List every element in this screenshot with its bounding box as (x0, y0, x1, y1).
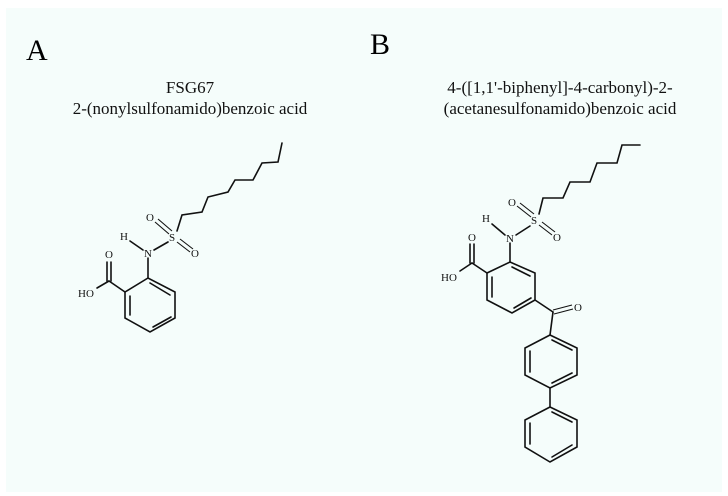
benzene-ring-b3 (524, 406, 578, 463)
atom-o1-a: O (146, 212, 154, 224)
ketone-b: O (534, 299, 582, 336)
atom-o1-b: O (508, 197, 516, 209)
atom-o2-b: O (553, 232, 561, 244)
panel-b-title: 4-([1,1'-biphenyl]-4-carbonyl)-2- (aceta… (395, 77, 725, 119)
atom-n-b: N (506, 233, 514, 245)
atom-s-a: S (169, 232, 175, 244)
panel-a-title: FSG67 2-(nonylsulfonamido)benzoic acid (40, 77, 340, 119)
figure-canvas (6, 8, 722, 492)
alkyl-chain-b (538, 144, 641, 215)
atom-o-carbonyl-a: O (105, 249, 113, 261)
panel-b-label: B (370, 28, 391, 61)
sulfonamide-a: N H S O O (120, 212, 199, 279)
compound-b-iupac-line1: 4-([1,1'-biphenyl]-4-carbonyl)-2- (447, 78, 673, 97)
atom-o2-a: O (191, 248, 199, 260)
atom-h-a: H (120, 231, 128, 243)
compound-a-iupac: 2-(nonylsulfonamido)benzoic acid (72, 99, 308, 118)
atom-oh-b: HO (441, 272, 457, 284)
atom-o-carbonyl-b: O (468, 232, 476, 244)
panel-a-label: A (26, 34, 48, 67)
carboxyl-group-a: O HO (78, 249, 126, 300)
atom-s-b: S (531, 215, 537, 227)
atom-n-a: N (144, 248, 152, 260)
carboxyl-group-b: O HO (441, 232, 488, 284)
compound-a-name: FSG67 (165, 78, 215, 97)
atom-h-b: H (482, 213, 490, 225)
atom-oh-a: HO (78, 288, 94, 300)
compound-b-iupac-line2: (acetanesulfonamido)benzoic acid (443, 99, 677, 118)
benzene-ring-b2 (524, 334, 578, 389)
sulfonamide-b: N H S O O (482, 197, 561, 263)
benzene-ring-b1 (486, 261, 536, 314)
nonyl-chain-a (176, 142, 283, 232)
atom-o-ketone-b: O (574, 302, 582, 314)
